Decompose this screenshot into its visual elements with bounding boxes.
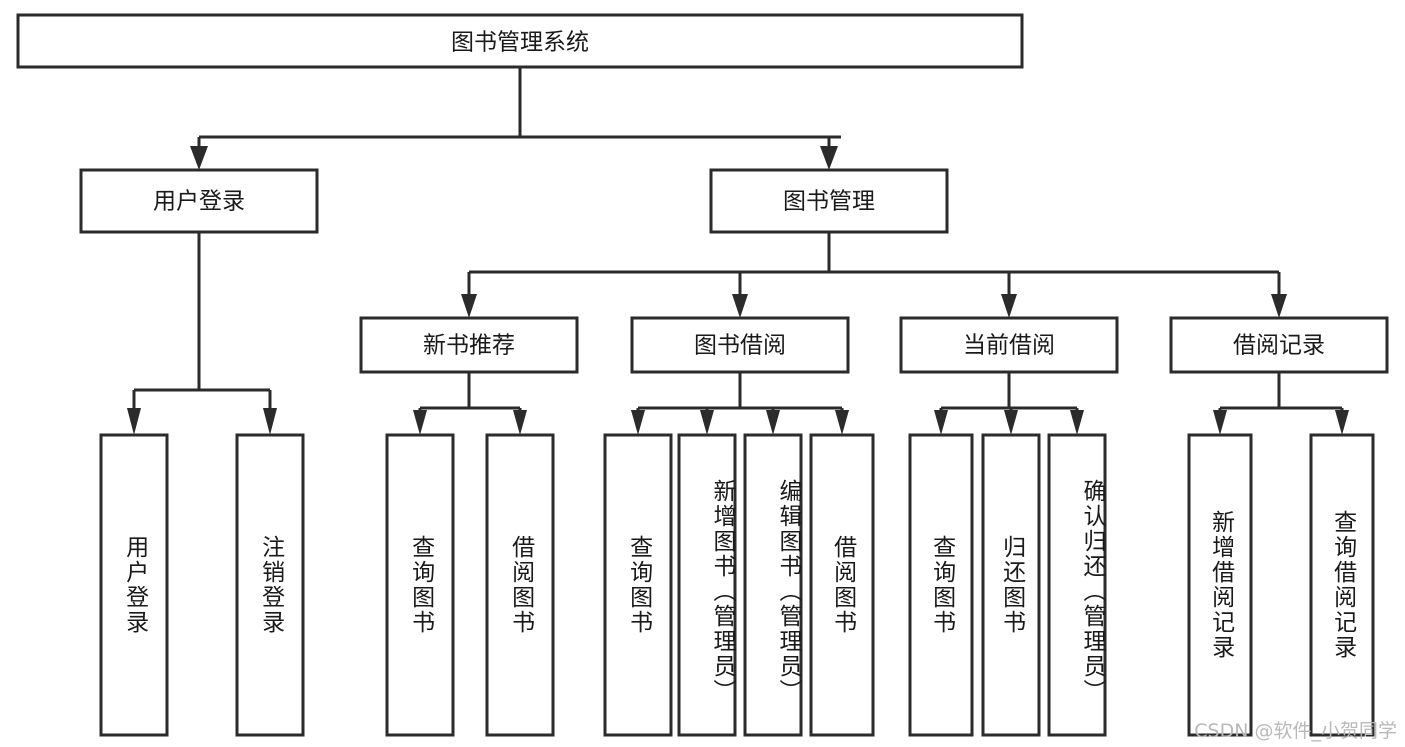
node-new-book-recommend-label: 新书推荐 — [423, 333, 515, 359]
arrow-newbook-leaf2-icon — [513, 410, 527, 435]
leaf-box-borrow-book[interactable] — [809, 433, 875, 737]
leaf-box-logout[interactable] — [235, 433, 305, 737]
arrow-borrow-leaf1-icon — [631, 410, 645, 435]
node-borrow-records-label: 借阅记录 — [1233, 333, 1325, 359]
leaf-box-edit-book-admin[interactable] — [743, 433, 803, 737]
arrow-to-borrow-icon — [732, 294, 748, 318]
node-root-box[interactable] — [16, 13, 1024, 69]
arrow-userlogin-leaf2-icon — [263, 408, 277, 435]
node-book-management-box[interactable] — [709, 168, 949, 234]
node-book-borrow-box[interactable] — [630, 316, 850, 374]
leaf-box-user-login[interactable] — [99, 433, 169, 737]
connector-group-root — [190, 67, 841, 170]
node-new-book-recommend-box[interactable] — [359, 316, 579, 374]
node-root[interactable]: 图书管理系统 — [16, 13, 1024, 69]
arrow-root-to-book-icon — [820, 146, 838, 170]
connector-group-records — [1213, 372, 1349, 435]
arrow-records-leaf1-icon — [1213, 410, 1227, 435]
leaf-box-add-borrow-record[interactable] — [1187, 433, 1253, 737]
connector-group-borrow — [631, 372, 849, 435]
arrow-borrow-leaf3-icon — [766, 410, 780, 435]
arrow-records-leaf2-icon — [1335, 410, 1349, 435]
node-borrow-records-box[interactable] — [1169, 316, 1389, 374]
connector-group-newbook — [413, 372, 527, 435]
node-user-login[interactable]: 用户登录 — [79, 168, 319, 234]
arrow-userlogin-leaf1-icon — [127, 408, 141, 435]
arrow-current-leaf1-icon — [934, 410, 948, 435]
leaf-box-query-borrow-record[interactable] — [1309, 433, 1375, 737]
node-new-book-recommend[interactable]: 新书推荐 — [359, 316, 579, 374]
leaf-box-query-book-borrow[interactable] — [603, 433, 673, 737]
leaf-box-return-book[interactable] — [981, 433, 1041, 737]
arrow-newbook-leaf1-icon — [413, 410, 427, 435]
arrow-to-newbook-icon — [461, 294, 477, 318]
node-book-borrow[interactable]: 图书借阅 — [630, 316, 850, 374]
arrow-borrow-leaf4-icon — [835, 410, 849, 435]
node-current-borrow-box[interactable] — [899, 316, 1119, 374]
leaf-box-query-book-new[interactable] — [385, 433, 455, 737]
arrow-current-leaf3-icon — [1070, 410, 1084, 435]
node-current-borrow-label: 当前借阅 — [963, 333, 1055, 359]
node-book-borrow-label: 图书借阅 — [694, 333, 786, 359]
leaf-box-borrow-book-new[interactable] — [485, 433, 555, 737]
node-user-login-label: 用户登录 — [153, 189, 245, 215]
connector-group-current — [934, 372, 1084, 435]
leaf-box-query-book-current[interactable] — [908, 433, 974, 737]
watermark: CSDN @软件_小贺同学 — [1194, 720, 1397, 742]
leaf-box-confirm-return-admin[interactable] — [1047, 433, 1107, 737]
node-borrow-records[interactable]: 借阅记录 — [1169, 316, 1389, 374]
connector-group-userlogin — [127, 232, 277, 435]
node-book-management[interactable]: 图书管理 — [709, 168, 949, 234]
arrow-to-current-icon — [1001, 294, 1017, 318]
leaf-box-add-book-admin[interactable] — [677, 433, 737, 737]
arrow-borrow-leaf2-icon — [700, 410, 714, 435]
arrow-root-to-user-icon — [190, 146, 208, 170]
node-current-borrow[interactable]: 当前借阅 — [899, 316, 1119, 374]
leaf-boxes — [99, 433, 1375, 737]
node-root-label: 图书管理系统 — [451, 30, 589, 56]
arrow-current-leaf2-icon — [1004, 410, 1018, 435]
node-book-management-label: 图书管理 — [783, 189, 875, 215]
connector-group-bookmgmt — [461, 232, 1287, 318]
arrow-to-records-icon — [1271, 294, 1287, 318]
node-user-login-box[interactable] — [79, 168, 319, 234]
